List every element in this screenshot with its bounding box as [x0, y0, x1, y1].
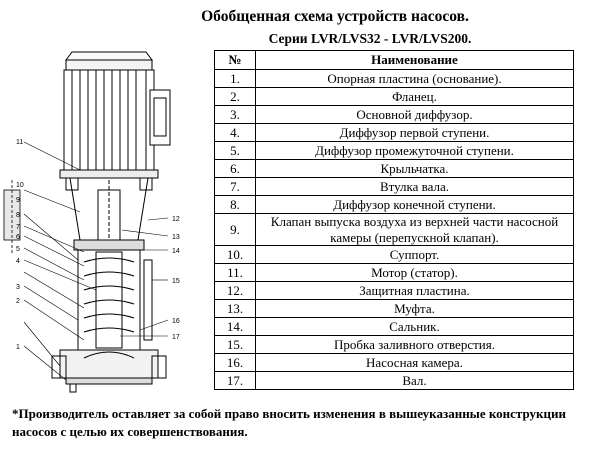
part-number: 7. — [214, 177, 256, 196]
column-header-name: Наименование — [255, 50, 574, 70]
callout-1: 1 — [16, 344, 20, 351]
page-title: Обобщенная схема устройств насосов. — [201, 8, 469, 25]
part-number: 11. — [214, 263, 256, 282]
section-view — [3, 180, 21, 255]
table-row: 16.Насосная камера. — [214, 353, 574, 372]
table-row: 3.Основной диффузор. — [214, 105, 574, 124]
part-number: 17. — [214, 371, 256, 390]
part-number: 3. — [214, 105, 256, 124]
callout-6: 6 — [16, 234, 20, 241]
pump-base — [51, 349, 167, 393]
table-row: 1.Опорная пластина (основание). — [214, 69, 574, 88]
callout-8: 8 — [16, 212, 20, 219]
part-number: 1. — [214, 69, 256, 88]
part-name: Втулка вала. — [255, 177, 574, 196]
part-name: Клапан выпуска воздуха из верхней части … — [255, 213, 574, 246]
callout-15: 15 — [172, 278, 180, 285]
callout-13: 13 — [172, 234, 180, 241]
table-row: 6.Крыльчатка. — [214, 159, 574, 178]
table-row: 8.Диффузор конечной ступени. — [214, 195, 574, 214]
part-number: 16. — [214, 353, 256, 372]
callout-7: 7 — [16, 224, 20, 231]
part-name: Муфта. — [255, 299, 574, 318]
part-number: 2. — [214, 87, 256, 106]
table-row: 4.Диффузор первой ступени. — [214, 123, 574, 142]
part-name: Крыльчатка. — [255, 159, 574, 178]
table-row: 17.Вал. — [214, 371, 574, 390]
table-row: 2.Фланец. — [214, 87, 574, 106]
callout-12: 12 — [172, 216, 180, 223]
part-number: 6. — [214, 159, 256, 178]
part-number: 15. — [214, 335, 256, 354]
table-header-row: № Наименование — [214, 50, 574, 70]
callout-3: 3 — [16, 284, 20, 291]
callout-11: 11 — [16, 139, 23, 146]
table-row: 15.Пробка заливного отверстия. — [214, 335, 574, 354]
callout-17: 17 — [172, 334, 180, 341]
callout-10: 10 — [16, 182, 24, 189]
part-name: Защитная пластина. — [255, 281, 574, 300]
part-name: Мотор (статор). — [255, 263, 574, 282]
part-number: 5. — [214, 141, 256, 160]
table-row: 11.Мотор (статор). — [214, 263, 574, 282]
part-name: Насосная камера. — [255, 353, 574, 372]
motor — [59, 51, 171, 179]
part-name: Суппорт. — [255, 245, 574, 264]
footnote: *Производитель оставляет за собой право … — [12, 406, 566, 439]
part-number: 8. — [214, 195, 256, 214]
callout-5: 5 — [16, 246, 20, 253]
part-name: Пробка заливного отверстия. — [255, 335, 574, 354]
table-row: 14.Сальник. — [214, 317, 574, 336]
pump-drawing: 11 10 9 8 7 6 5 4 3 2 1 12 13 14 15 16 1… — [3, 51, 180, 393]
callout-4: 4 — [16, 258, 20, 265]
part-number: 13. — [214, 299, 256, 318]
table-row: 5.Диффузор промежуточной ступени. — [214, 141, 574, 160]
part-name: Опорная пластина (основание). — [255, 69, 574, 88]
part-name: Диффузор конечной ступени. — [255, 195, 574, 214]
part-number: 9. — [214, 213, 256, 246]
leader-11 — [23, 141, 81, 171]
callout-labels: 11 10 9 8 7 6 5 4 3 2 1 12 13 14 15 16 1… — [16, 139, 180, 351]
leader-lines — [23, 189, 169, 381]
callout-2: 2 — [16, 298, 20, 305]
part-name: Вал. — [255, 371, 574, 390]
series-subtitle: Серии LVR/LVS32 - LVR/LVS200. — [268, 31, 472, 46]
table-row: 13.Муфта. — [214, 299, 574, 318]
part-number: 4. — [214, 123, 256, 142]
table-row: 9.Клапан выпуска воздуха из верхней част… — [214, 213, 574, 246]
callout-14: 14 — [172, 248, 180, 255]
part-name: Диффузор промежуточной ступени. — [255, 141, 574, 160]
part-name: Диффузор первой ступени. — [255, 123, 574, 142]
column-header-number: № — [214, 50, 256, 70]
part-name: Фланец. — [255, 87, 574, 106]
part-name: Сальник. — [255, 317, 574, 336]
table-row: 7.Втулка вала. — [214, 177, 574, 196]
part-name: Основной диффузор. — [255, 105, 574, 124]
callout-9: 9 — [16, 197, 20, 204]
table-row: 10.Суппорт. — [214, 245, 574, 264]
callout-16: 16 — [172, 318, 180, 325]
table-row: 12.Защитная пластина. — [214, 281, 574, 300]
part-number: 12. — [214, 281, 256, 300]
part-number: 10. — [214, 245, 256, 264]
part-number: 14. — [214, 317, 256, 336]
parts-table: № Наименование 1.Опорная пластина (основ… — [214, 50, 574, 390]
pump-chamber — [77, 249, 153, 351]
